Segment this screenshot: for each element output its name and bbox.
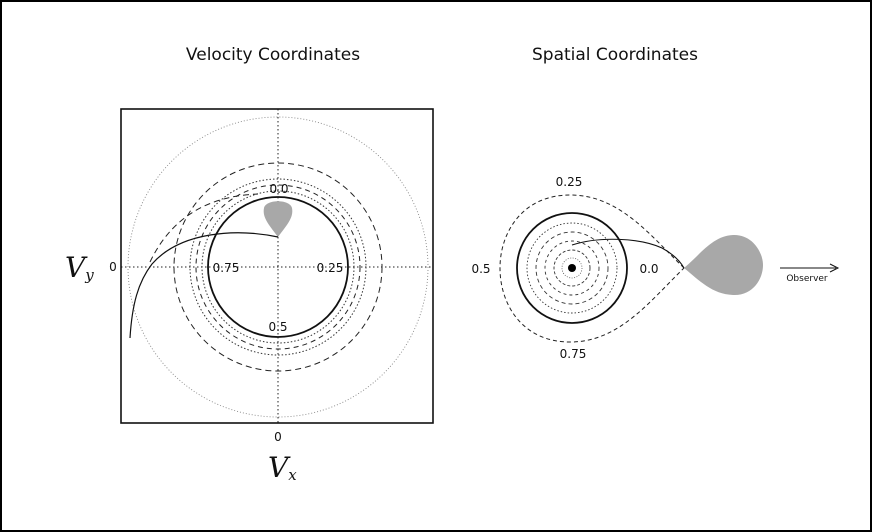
spatial-trajectory-curve bbox=[571, 238, 685, 269]
velocity-phase-label-top: 0.0 bbox=[269, 182, 288, 196]
spatial-dashed-orbit bbox=[499, 194, 685, 343]
spatial-phase-label-bottom: 0.75 bbox=[560, 347, 587, 361]
velocity-y-tick-label: 0 bbox=[109, 260, 117, 274]
spatial-inner-circle-2 bbox=[535, 231, 609, 305]
velocity-main-circle bbox=[207, 196, 349, 338]
spatial-phase-label-right: 0.0 bbox=[639, 262, 658, 276]
observer-arrow-head-icon bbox=[829, 263, 840, 273]
spatial-plot: 0.25 0.5 0.0 0.75 Observer bbox=[471, 175, 840, 361]
velocity-plot: 0.0 0.75 0.25 0.5 0 0 Vx Vy bbox=[65, 108, 434, 484]
velocity-x-axis-label: Vx bbox=[268, 451, 297, 484]
velocity-y-axis-label: Vy bbox=[65, 251, 94, 284]
spatial-inner-circle-1 bbox=[526, 222, 618, 314]
spatial-title: Spatial Coordinates bbox=[532, 45, 698, 65]
velocity-phase-label-right: 0.25 bbox=[317, 261, 344, 275]
velocity-trajectory-curve bbox=[129, 232, 279, 339]
velocity-phase-label-left: 0.75 bbox=[213, 261, 240, 275]
velocity-title: Velocity Coordinates bbox=[186, 45, 360, 65]
spatial-inner-circle-4 bbox=[553, 249, 591, 287]
spatial-teardrop-lobe bbox=[684, 234, 763, 296]
velocity-dashed-arc bbox=[149, 193, 259, 263]
velocity-dashed-circle-large bbox=[173, 162, 383, 372]
velocity-teardrop-lobe bbox=[263, 201, 293, 237]
velocity-x-tick-label: 0 bbox=[274, 430, 282, 444]
spatial-inner-circle-5 bbox=[561, 257, 583, 279]
spatial-phase-label-top: 0.25 bbox=[556, 175, 583, 189]
observer-label: Observer bbox=[786, 274, 828, 284]
spatial-main-circle bbox=[516, 212, 628, 324]
spatial-inner-circle-3 bbox=[544, 240, 600, 296]
velocity-dashed-circle-medium bbox=[195, 184, 361, 350]
velocity-outer-dotted-circle bbox=[127, 116, 429, 418]
velocity-plot-border bbox=[120, 108, 434, 424]
velocity-dotted-circle-outer bbox=[189, 178, 367, 356]
velocity-phase-label-bottom: 0.5 bbox=[268, 320, 287, 334]
velocity-dotted-circle-inner bbox=[201, 190, 355, 344]
spatial-phase-label-left: 0.5 bbox=[471, 262, 490, 276]
spatial-center-dot bbox=[568, 264, 576, 272]
